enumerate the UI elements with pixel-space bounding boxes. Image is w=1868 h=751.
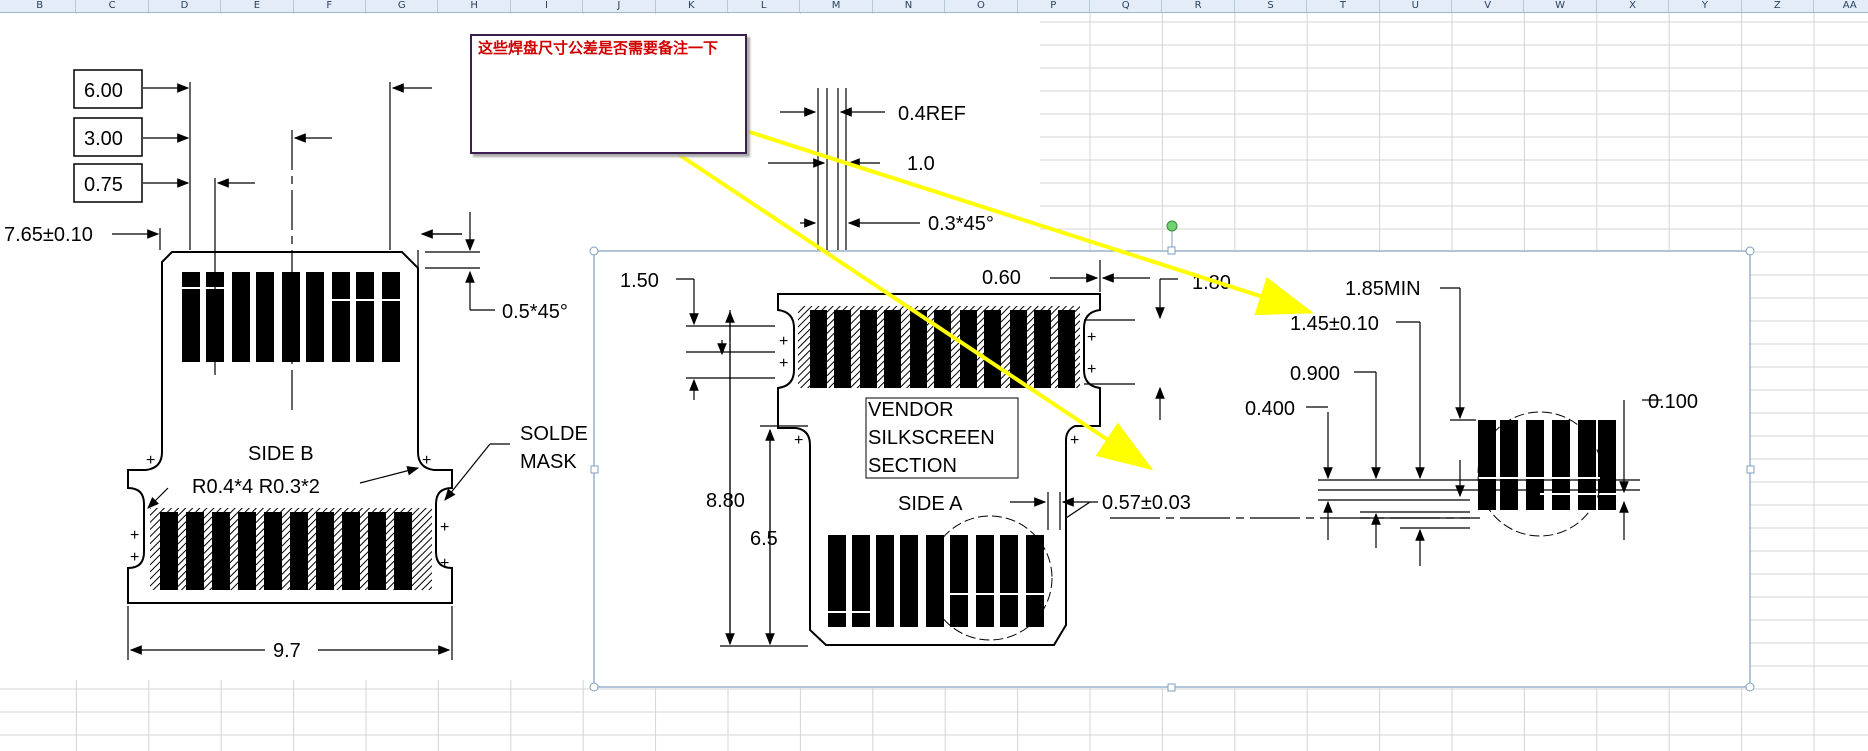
annotation-text[interactable]: 这些焊盘尺寸公差是否需要备注一下 — [478, 39, 719, 57]
column-header-c[interactable]: C — [76, 0, 149, 12]
column-header-k[interactable]: K — [656, 0, 728, 12]
dim-0-75: 0.75 — [84, 174, 123, 196]
column-header-i[interactable]: I — [511, 0, 584, 12]
svg-text:+: + — [130, 527, 139, 544]
side-b-boxes — [73, 69, 143, 203]
dim-1-85min: 1.85MIN — [1345, 278, 1421, 300]
dim-1-50: 1.50 — [620, 270, 659, 292]
column-header-w[interactable]: W — [1524, 0, 1597, 12]
column-header-d[interactable]: D — [149, 0, 222, 12]
rotate-handle[interactable] — [1166, 220, 1178, 232]
detail-dim-lines — [1306, 287, 1662, 566]
column-header-n[interactable]: N — [873, 0, 946, 12]
dim-0-57: 0.57±0.03 — [1102, 492, 1191, 514]
dim-0-60: 0.60 — [982, 267, 1021, 289]
svg-text:+: + — [1070, 432, 1079, 449]
side-a-dim-lines — [676, 88, 1480, 647]
side-a-detail-circle — [927, 515, 1053, 641]
column-header-v[interactable]: V — [1452, 0, 1525, 12]
side-a-bottom-pads — [826, 535, 1046, 627]
right-white-area — [595, 250, 1750, 688]
dim-7-65: 7.65±0.10 — [4, 224, 93, 246]
column-header-bar — [0, 0, 1868, 13]
vendor-line-3: SECTION — [868, 455, 957, 477]
column-header-o[interactable]: O — [945, 0, 1018, 12]
dim-3-00: 3.00 — [84, 128, 123, 150]
column-header-p[interactable]: P — [1018, 0, 1090, 12]
column-header-m[interactable]: M — [800, 0, 873, 12]
column-header-l[interactable]: L — [728, 0, 801, 12]
dim-8-80: 8.80 — [706, 490, 745, 512]
column-header-y[interactable]: Y — [1669, 0, 1742, 12]
yellow-arrows[interactable] — [622, 98, 1314, 471]
side-a-plus-marks: + + + + + + — [779, 329, 1096, 449]
dim-1-45: 1.45±0.10 — [1290, 313, 1379, 335]
dim-chamfer-a: 0.3*45° — [928, 213, 994, 235]
dim-chamfer-b: 0.5*45° — [502, 301, 568, 323]
side-a-label: SIDE A — [898, 493, 963, 515]
dim-1-0: 1.0 — [907, 153, 935, 175]
side-a-top-pads — [810, 310, 1075, 388]
svg-text:+: + — [422, 452, 431, 469]
svg-text:+: + — [794, 432, 803, 449]
side-a-outline — [777, 293, 1101, 646]
side-b-plus-marks: + + + + + + — [130, 452, 449, 572]
dim-0-100: 0.100 — [1648, 391, 1698, 413]
column-header-q[interactable]: Q — [1090, 0, 1163, 12]
dim-6-5: 6.5 — [750, 528, 778, 550]
dim-9-7: 9.7 — [273, 640, 301, 662]
svg-text:+: + — [440, 555, 449, 572]
column-header-f[interactable]: F — [294, 0, 366, 12]
solder-mask-label-1: SOLDE — [520, 423, 588, 445]
column-header-u[interactable]: U — [1380, 0, 1452, 12]
dim-radius: R0.4*4 R0.3*2 — [192, 476, 320, 498]
svg-text:+: + — [1087, 329, 1096, 346]
column-header-aa[interactable]: AA — [1814, 0, 1868, 12]
dim-0-900: 0.900 — [1290, 363, 1340, 385]
annotation-textbox[interactable]: 这些焊盘尺寸公差是否需要备注一下 — [470, 34, 747, 154]
dim-0-400: 0.400 — [1245, 398, 1295, 420]
column-header-x[interactable]: X — [1597, 0, 1670, 12]
svg-text:+: + — [146, 452, 155, 469]
column-header-s[interactable]: S — [1235, 0, 1308, 12]
column-header-j[interactable]: J — [583, 0, 656, 12]
yellow-arrow-to-pad[interactable] — [622, 116, 1154, 471]
svg-text:+: + — [1087, 361, 1096, 378]
side-b-top-pads — [180, 272, 400, 362]
picture-selection-frame[interactable] — [589, 220, 1755, 692]
vendor-line-2: SILKSCREEN — [868, 427, 995, 449]
svg-text:+: + — [440, 519, 449, 536]
column-header-z[interactable]: Z — [1742, 0, 1814, 12]
column-header-r[interactable]: R — [1162, 0, 1235, 12]
side-b-dim-lines — [112, 82, 510, 660]
dim-6-00: 6.00 — [84, 80, 123, 102]
solder-mask-label-2: MASK — [520, 451, 577, 473]
column-header-g[interactable]: G — [366, 0, 439, 12]
dim-0-4ref: 0.4REF — [898, 103, 966, 125]
side-b-outline — [127, 251, 453, 604]
svg-text:+: + — [779, 355, 788, 372]
side-b-bottom-pads — [160, 512, 412, 590]
side-b-label: SIDE B — [248, 443, 314, 465]
svg-text:+: + — [779, 333, 788, 350]
detail-pads — [1476, 420, 1620, 510]
detail-circle — [1477, 411, 1603, 537]
vendor-line-1: VENDOR — [868, 399, 954, 421]
column-header-t[interactable]: T — [1307, 0, 1380, 12]
vendor-silkscreen-box — [865, 397, 1019, 479]
column-header-h[interactable]: H — [438, 0, 511, 12]
column-header-b[interactable]: B — [4, 0, 77, 12]
yellow-arrow-to-detail[interactable] — [649, 98, 1314, 316]
column-header-e[interactable]: E — [221, 0, 294, 12]
svg-text:+: + — [130, 549, 139, 566]
